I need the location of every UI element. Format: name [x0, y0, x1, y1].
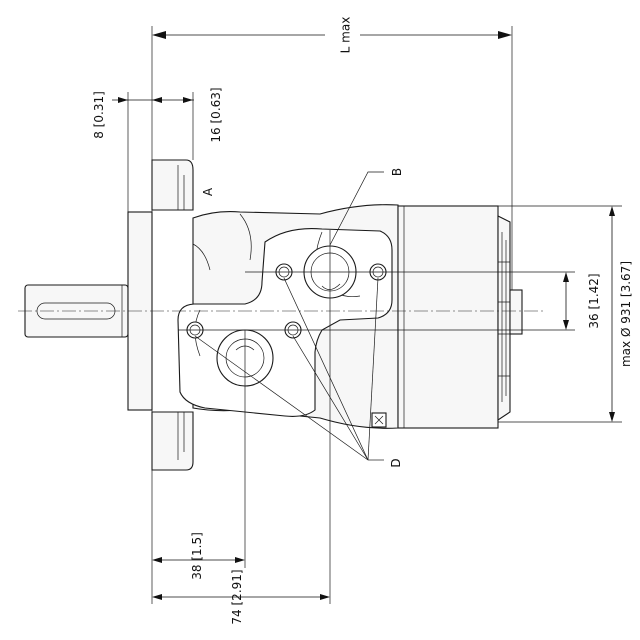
dimension-36	[563, 272, 569, 330]
leader-lines	[194, 171, 384, 461]
label-dim-8: 8 [0.31]	[92, 91, 106, 139]
dimension-38	[151, 470, 245, 604]
label-dim-diameter: max Ø 931 [3.67]	[619, 261, 633, 367]
label-holes-d: D	[389, 458, 403, 467]
dimension-diameter	[498, 205, 622, 423]
label-port-b: B	[390, 168, 404, 176]
motor-housing	[177, 204, 399, 429]
dimension-l-max	[151, 26, 513, 290]
gerotor-housing	[371, 205, 523, 429]
label-dim-74: 74 [2.91]	[230, 569, 244, 624]
centre-lines	[18, 230, 575, 604]
label-dim-36: 36 [1.42]	[587, 273, 601, 328]
dimension-16	[183, 92, 194, 160]
label-l-max: L max	[339, 17, 353, 54]
dimension-8	[112, 92, 194, 212]
label-port-a: A	[201, 187, 215, 196]
mounting-flange	[127, 159, 194, 471]
dimension-74	[152, 594, 330, 600]
label-dim-38: 38 [1.5]	[190, 532, 204, 580]
label-dim-16: 16 [0.63]	[209, 87, 223, 142]
